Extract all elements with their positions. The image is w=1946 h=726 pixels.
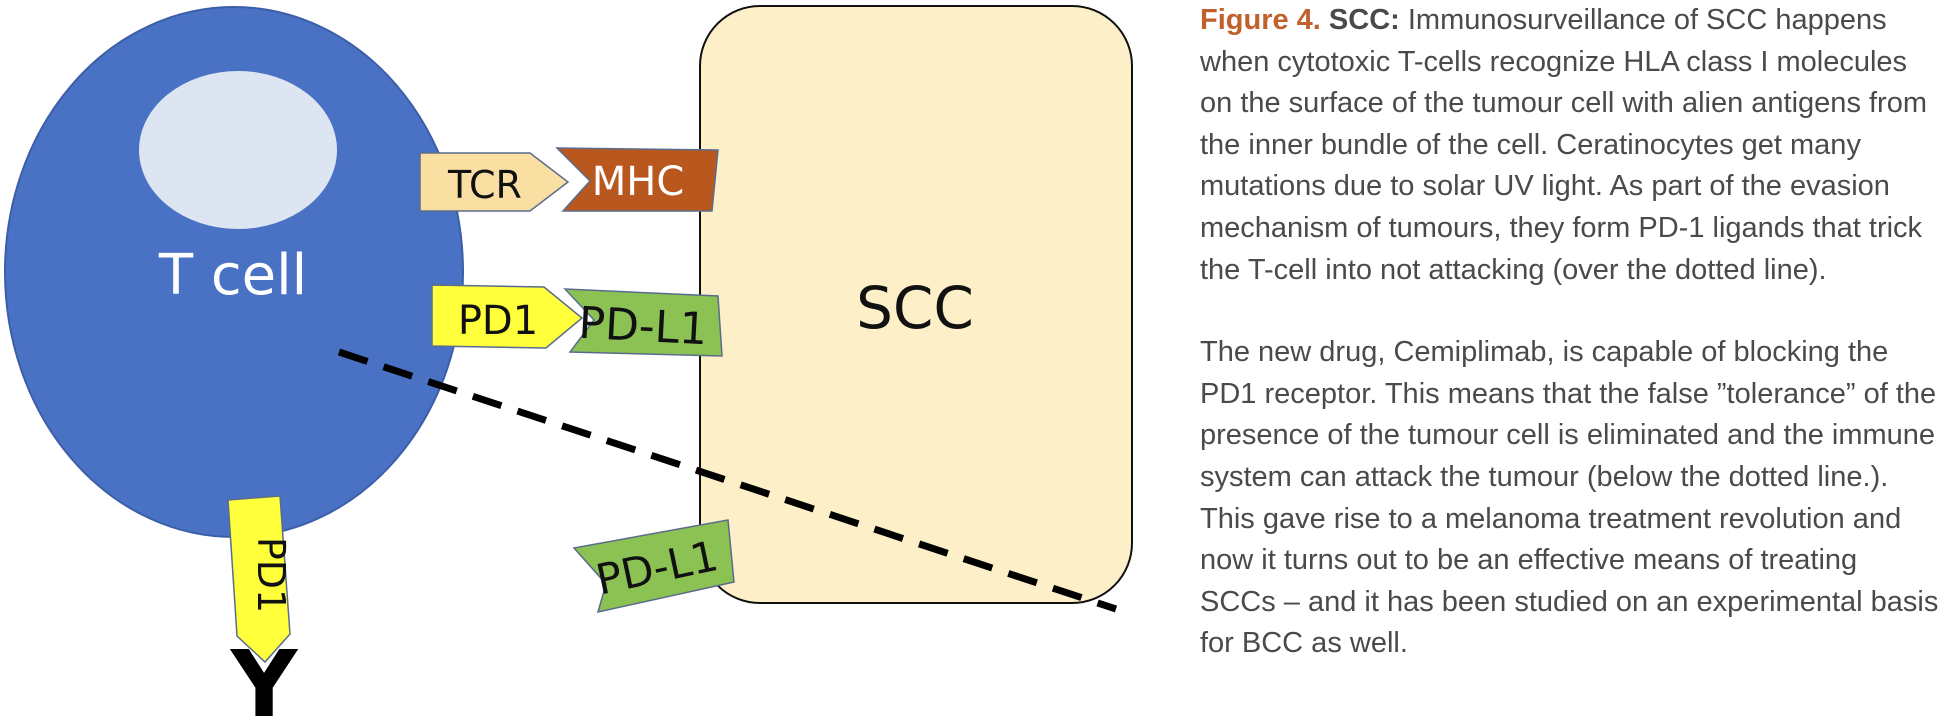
dotted-dividing-line xyxy=(337,348,1118,613)
pdl1-lower-ligand xyxy=(572,519,735,614)
pdl1-label: PD-L1 xyxy=(577,298,708,356)
pd1-receptor xyxy=(431,284,584,349)
figure-label: Figure 4. xyxy=(1200,4,1321,36)
caption-text-1: Immunosurveillance of SCC happens when c… xyxy=(1200,4,1927,286)
antibody-icon: Y xyxy=(230,631,299,726)
scc-label: SCC xyxy=(856,274,974,342)
caption-paragraph-2: The new drug, Cemiplimab, is capable of … xyxy=(1200,336,1939,660)
figure-subject: SCC: xyxy=(1328,4,1400,36)
tcr-label: TCR xyxy=(447,163,522,207)
pd1-vertical-receptor xyxy=(227,495,291,664)
pd1-vertical-label: PD1 xyxy=(249,537,293,613)
t-cell-nucleus xyxy=(139,71,337,229)
caption-paragraph-1: Figure 4. SCC: Immunosurveillance of SCC… xyxy=(1200,0,1940,291)
pdl1-ligand xyxy=(563,288,723,357)
mhc-molecule xyxy=(555,147,719,212)
figure-caption: Figure 4. SCC: Immunosurveillance of SCC… xyxy=(1200,0,1940,665)
mhc-label: MHC xyxy=(592,159,685,205)
tcr-receptor xyxy=(419,152,570,212)
t-cell-label: T cell xyxy=(158,243,307,308)
pd1-label: PD1 xyxy=(458,298,538,344)
